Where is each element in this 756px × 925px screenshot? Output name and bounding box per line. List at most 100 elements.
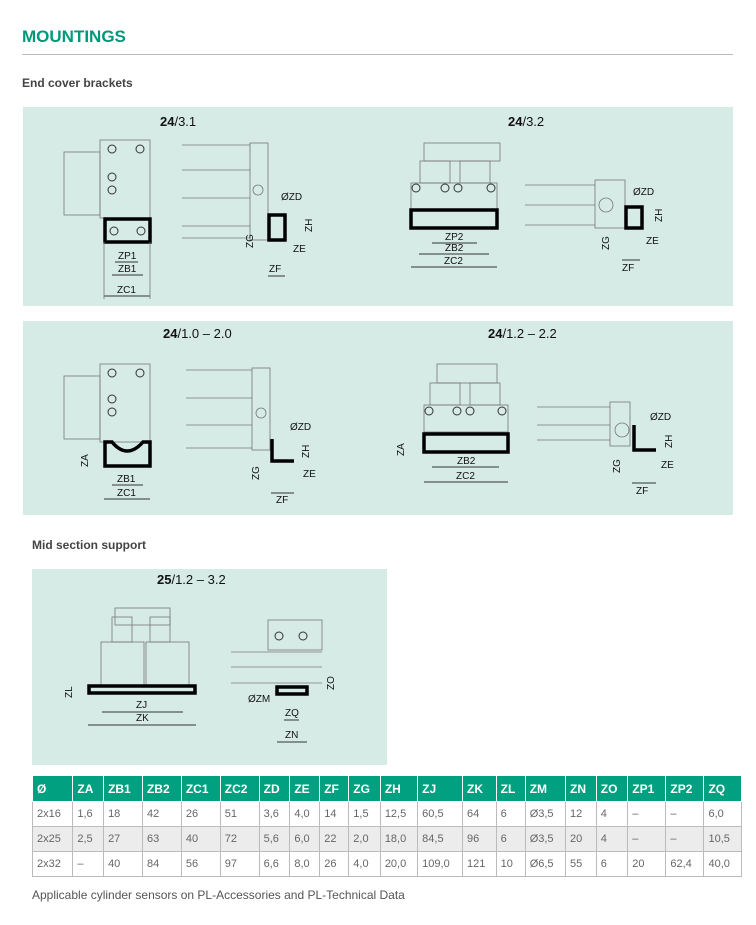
column-header: ZB2 <box>141 775 182 802</box>
table-cell: 14 <box>319 801 350 827</box>
table-cell: 84 <box>141 851 182 877</box>
table-cell: 97 <box>219 851 260 877</box>
dim-label: ZB1 <box>118 264 137 275</box>
table-cell: 6,0 <box>703 801 742 827</box>
dim-label: ØZD <box>290 422 311 433</box>
figure-title: 24/1.2 – 2.2 <box>488 326 557 341</box>
table-cell: 5,6 <box>258 826 291 852</box>
column-header: Ø <box>31 775 74 802</box>
table-cell: 10 <box>495 851 526 877</box>
dim-label: ZN <box>285 730 298 741</box>
table-cell: 40 <box>180 826 221 852</box>
table-cell: 56 <box>180 851 221 877</box>
table-cell: 2x25 <box>31 826 74 852</box>
dim-label: ZQ <box>285 708 299 719</box>
table-cell: 2x32 <box>31 851 74 877</box>
table-cell: 4,0 <box>348 851 381 877</box>
section-heading-end-cover: End cover brackets <box>22 76 133 90</box>
table-cell: 4 <box>595 826 629 852</box>
dim-label: ZG <box>245 234 256 248</box>
table-cell: 62,4 <box>665 851 705 877</box>
column-header: ZE <box>289 775 321 802</box>
column-header: ZP1 <box>627 775 667 802</box>
dim-label: ZE <box>303 469 316 480</box>
column-header: ZG <box>348 775 381 802</box>
section-heading-mid-section: Mid section support <box>32 538 146 552</box>
table-cell: 10,5 <box>703 826 742 852</box>
table-cell: 1,5 <box>348 801 381 827</box>
table-cell: 2,0 <box>348 826 381 852</box>
dim-label: ZE <box>646 236 659 247</box>
dim-label: ZB2 <box>445 243 464 254</box>
table-cell: 60,5 <box>417 801 464 827</box>
dim-label: ZF <box>636 486 648 497</box>
dim-label: ZF <box>276 495 288 506</box>
table-cell: 121 <box>462 851 497 877</box>
dim-label: ZG <box>601 236 612 250</box>
table-cell: 8,0 <box>289 851 321 877</box>
table-cell: – <box>665 801 705 827</box>
figure-25-1-2-3-2: 25/1.2 – 3.2 ZL ZJ ZK ZO ØZM ZQ ZN <box>64 572 337 743</box>
table-cell: 42 <box>141 801 182 827</box>
table-cell: 4 <box>595 801 629 827</box>
dim-label: ØZD <box>633 187 654 198</box>
table-cell: 96 <box>462 826 497 852</box>
figure-title: 25/1.2 – 3.2 <box>157 572 226 587</box>
column-header: ZF <box>319 775 350 802</box>
table-cell: 6 <box>495 801 526 827</box>
table-cell: 109,0 <box>417 851 464 877</box>
table-cell: 63 <box>141 826 182 852</box>
figure-title: 24/1.0 – 2.0 <box>163 326 232 341</box>
column-header: ZN <box>565 775 597 802</box>
table-cell: 26 <box>319 851 350 877</box>
column-header: ZJ <box>417 775 464 802</box>
table-cell: 3,6 <box>258 801 291 827</box>
table-cell: 84,5 <box>417 826 464 852</box>
figure-24-1-2-2-2: 24/1.2 – 2.2 ZA ZB2 ZC2 ØZD ZH ZG ZE ZF <box>396 326 675 497</box>
dim-label: ZF <box>269 264 281 275</box>
dim-label: ZP1 <box>118 251 137 262</box>
table-cell: 4,0 <box>289 801 321 827</box>
end-cover-panel-2: 24/1.0 – 2.0 ZA ZB1 ZC1 ØZD ZH ZG ZE ZF … <box>23 321 733 515</box>
figure-24-1-0-2-0: 24/1.0 – 2.0 ZA ZB1 ZC1 ØZD ZH ZG ZE ZF <box>63 326 316 506</box>
table-cell: 72 <box>219 826 260 852</box>
column-header: ZK <box>462 775 497 802</box>
table-cell: 12,5 <box>379 801 419 827</box>
column-header: ZC2 <box>219 775 260 802</box>
figure-title: 24/3.1 <box>160 114 196 129</box>
dim-label: ZO <box>326 676 337 690</box>
dim-label: ZF <box>622 263 634 274</box>
table-cell: 6 <box>495 826 526 852</box>
footnote: Applicable cylinder sensors on PL-Access… <box>32 888 405 902</box>
dim-label: ZL <box>64 686 75 698</box>
end-cover-panel-1: 24/3.1 ZP1 ZB1 ZC1 ØZD ZH ZG ZE ZF 24/3.… <box>23 107 733 306</box>
table-cell: 20 <box>565 826 597 852</box>
table-cell: 40 <box>103 851 143 877</box>
table-cell: – <box>627 826 667 852</box>
dim-label: ZH <box>654 209 665 222</box>
table-cell: Ø3,5 <box>524 801 567 827</box>
figure-24-3-1: 24/3.1 ZP1 ZB1 ZC1 ØZD ZH ZG ZE ZF <box>63 114 315 299</box>
table-cell: 18 <box>103 801 143 827</box>
dim-label: ZH <box>664 435 675 448</box>
table-cell: 27 <box>103 826 143 852</box>
dim-label: ZH <box>304 219 315 232</box>
table-cell: 12 <box>565 801 597 827</box>
figure-24-3-2: 24/3.2 ZP2 ZB2 ZC2 ØZD ZH ZG ZE ZF <box>409 114 665 274</box>
dim-label: ZB1 <box>117 474 136 485</box>
table-cell: 6,6 <box>258 851 291 877</box>
dim-label: ZG <box>612 459 623 473</box>
mid-section-panel: 25/1.2 – 3.2 ZL ZJ ZK ZO ØZM ZQ ZN <box>32 569 387 765</box>
table-cell: 18,0 <box>379 826 419 852</box>
table-cell: 6 <box>595 851 629 877</box>
column-header: ZL <box>495 775 526 802</box>
dim-label: ØZM <box>248 694 270 705</box>
column-header: ZC1 <box>180 775 221 802</box>
dim-label: ZJ <box>136 700 147 711</box>
dim-label: ZE <box>661 460 674 471</box>
column-header: ZA <box>72 775 105 802</box>
